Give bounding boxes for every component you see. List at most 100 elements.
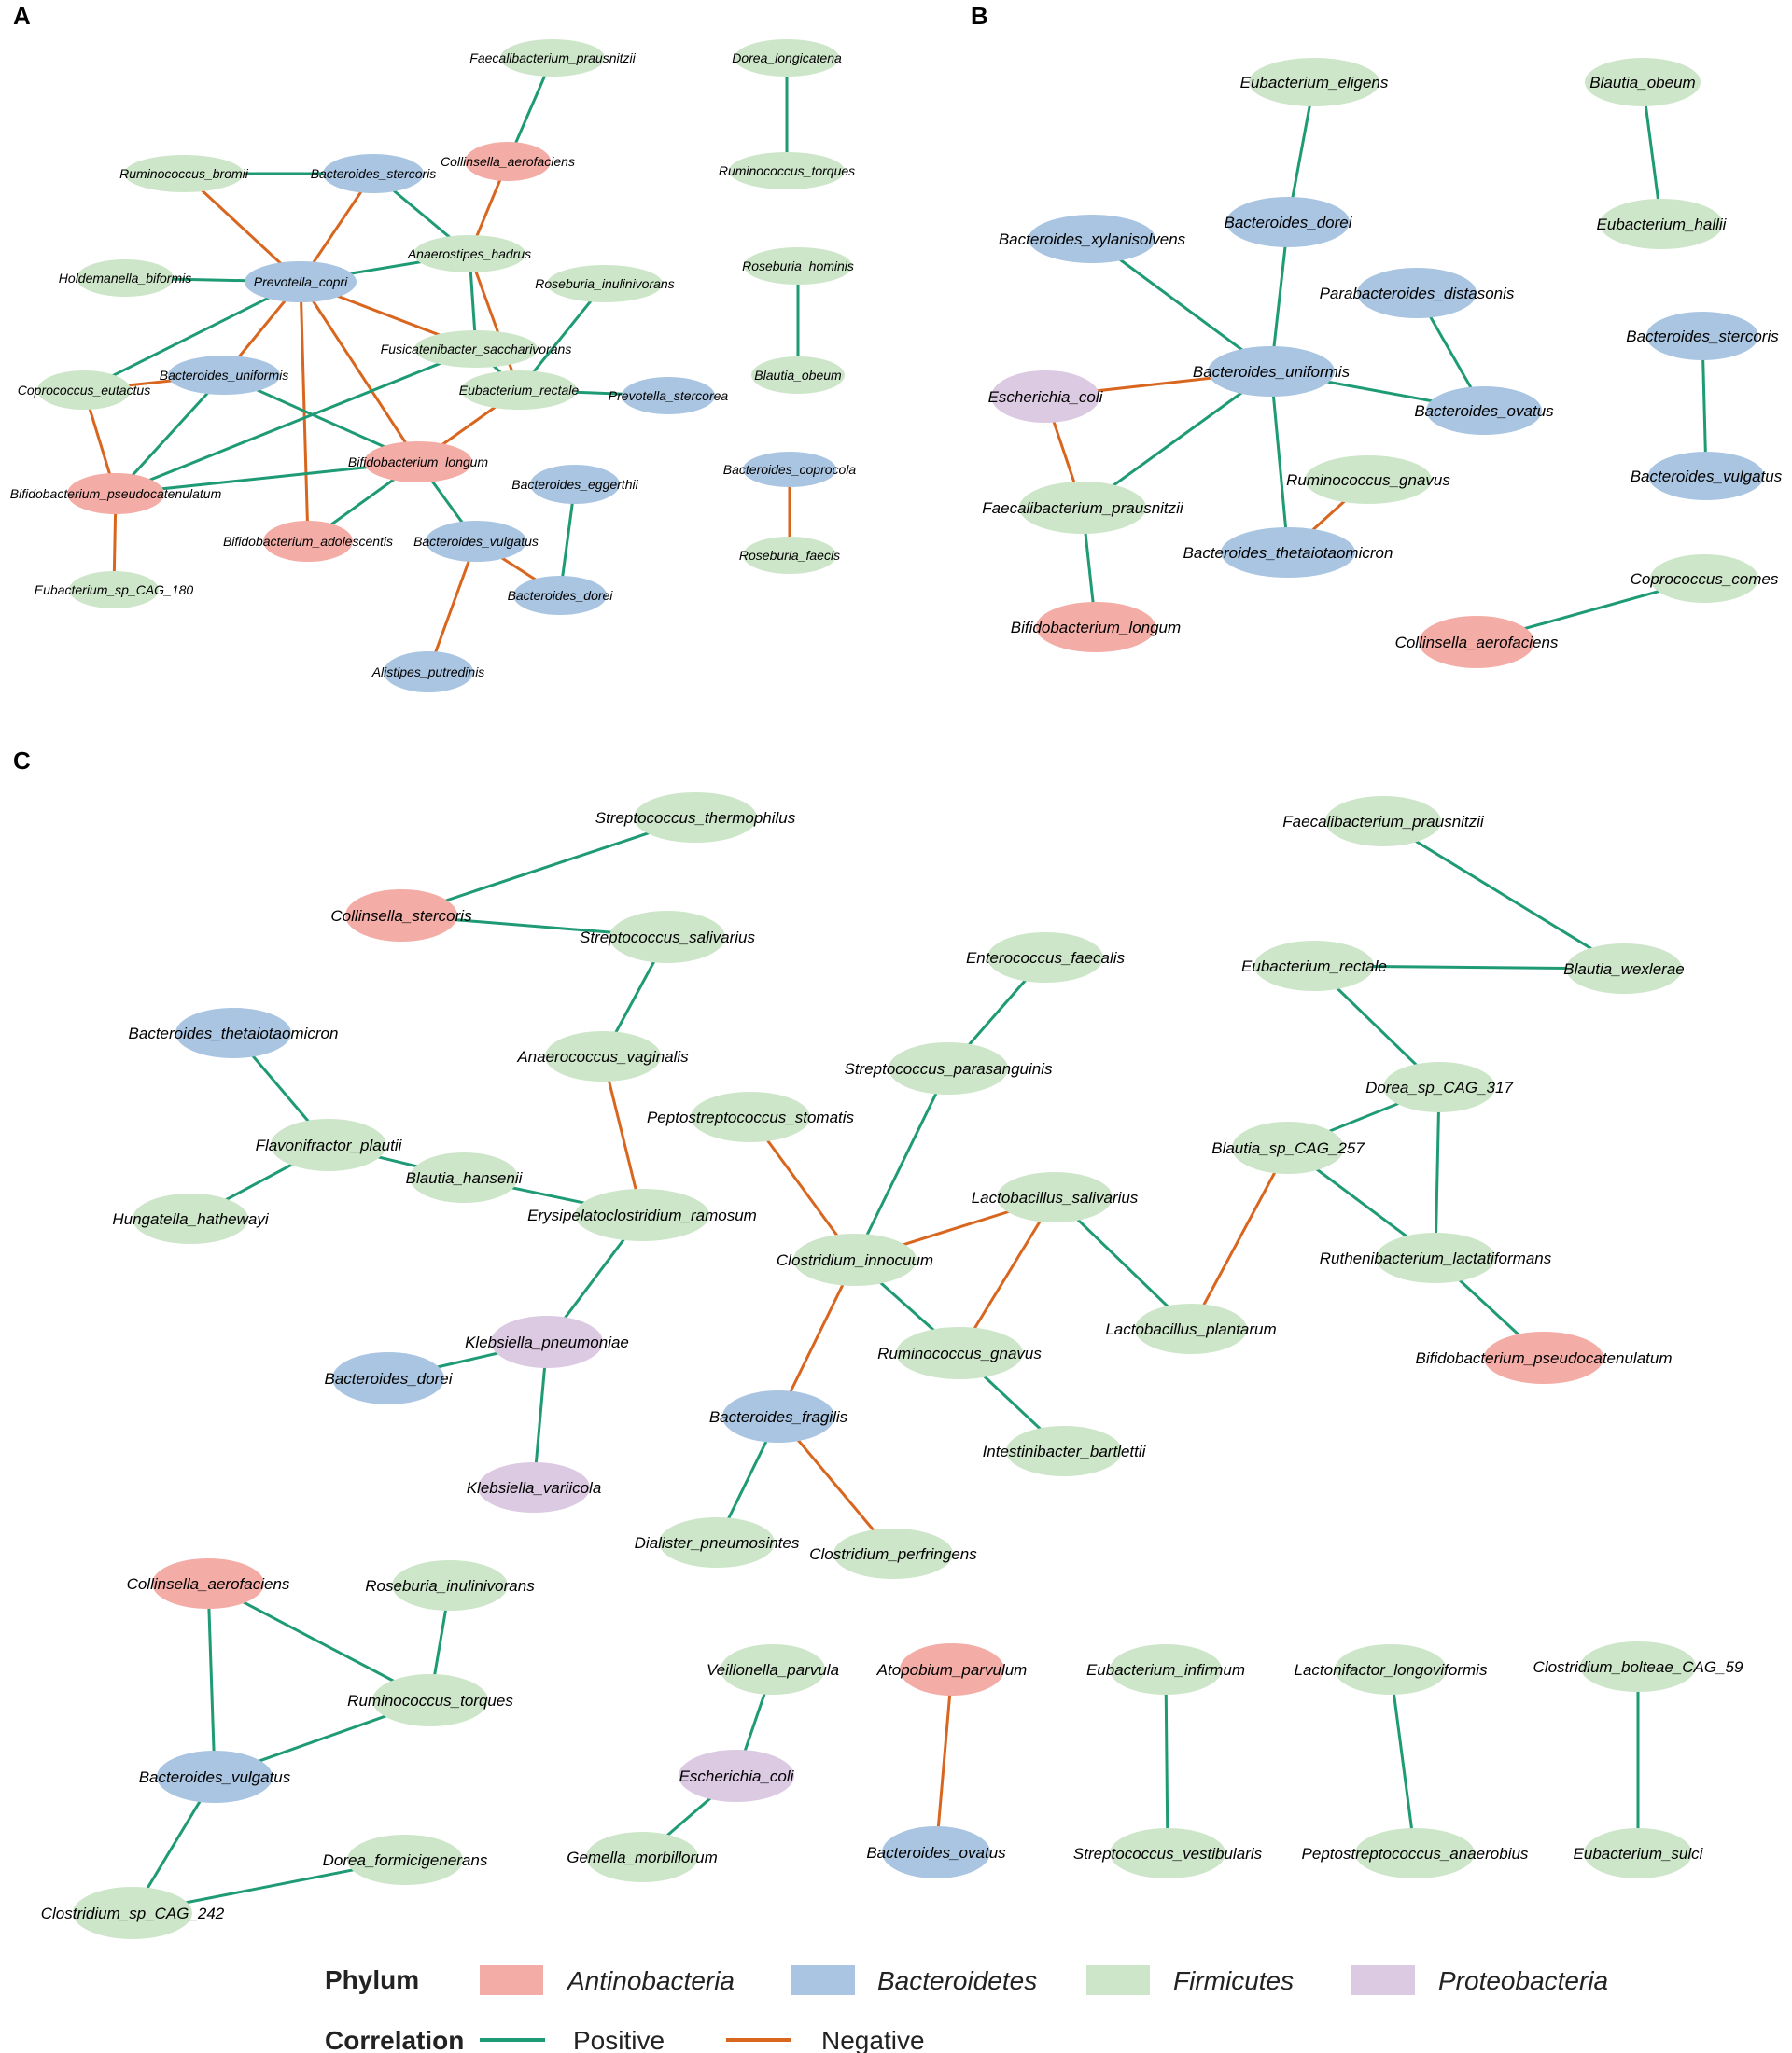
node-ellipse [124,155,244,192]
node-ellipse [609,911,725,963]
node-ellipse [547,265,663,302]
node-label: Bacteroides_dorei [1224,214,1352,231]
network-node: Dorea_sp_CAG_317 [1365,1062,1513,1112]
network-node: Blautia_obeum [751,356,845,394]
node-ellipse [478,1462,590,1513]
node-label: Eubacterium_eligens [1240,74,1389,91]
network-node: Bacteroides_uniformis [1193,346,1351,397]
node-ellipse [1419,616,1534,668]
node-label: Bacteroides_fragilis [709,1408,848,1426]
positive-edge [1389,1669,1417,1854]
node-label: Faecalibacterium_prausnitzii [982,499,1184,517]
network-node: Collinsella_aerofaciens [127,1558,290,1609]
node-label: Dorea_longicatena [732,50,842,65]
network-node: Peptostreptococcus_anaerobius [1302,1828,1529,1878]
node-label: Roseburia_hominis [742,258,854,273]
network-node: Flavonifractor_plautii [256,1119,403,1171]
node-label: Intestinibacter_bartlettii [983,1443,1147,1460]
node-ellipse [271,1119,386,1171]
network-node: Escherichia_coli [679,1750,795,1802]
node-label: Enterococcus_faecalis [966,949,1126,967]
node-ellipse [1221,527,1355,578]
node-label: Collinsella_stercoris [330,907,472,925]
legend-swatch-antinobacteria [480,1965,543,1995]
node-label: Dorea_sp_CAG_317 [1365,1079,1513,1096]
node-ellipse [77,259,174,297]
positive-edge [400,816,696,917]
positive-edge [1164,1669,1169,1854]
node-label: Peptostreptococcus_anaerobius [1302,1845,1529,1863]
network-node: Blautia_wexlerae [1563,943,1685,994]
network-node: Lactonifactor_longoviformis [1295,1644,1488,1695]
node-label: Blautia_sp_CAG_257 [1211,1139,1365,1157]
node-ellipse [833,1529,953,1579]
network-node: Faecalibacterium_prausnitzii [1282,796,1485,846]
node-ellipse [882,1826,990,1878]
network-node: Fusicatenibacter_saccharivorans [381,330,571,368]
network-node: Bacteroides_ovatus [1414,386,1554,435]
network-node: Eubacterium_rectale [459,370,579,410]
network-node: Bifidobacterium_pseudocatenulatum [10,473,222,514]
node-label: Faecalibacterium_prausnitzii [1282,813,1485,831]
network-node: Eubacterium_sulci [1574,1828,1704,1878]
node-label: Clostridium_innocuum [777,1251,933,1269]
node-ellipse [987,932,1103,983]
node-label: Klebsiella_pneumoniae [465,1334,629,1351]
network-node: Intestinibacter_bartlettii [983,1426,1147,1476]
node-label: Bifidobacterium_longum [1011,619,1181,636]
node-label: Bacteroides_stercoris [311,166,437,181]
node-ellipse [67,473,164,514]
network-node: Clostridium_bolteae_CAG_59 [1533,1641,1743,1692]
legend-correlation-title: Correlation [325,2026,464,2053]
node-ellipse [1226,197,1350,247]
network-node: Ruminococcus_bromii [119,155,249,192]
negative-edge [934,1669,954,1853]
node-label: Prevotella_copri [254,274,348,289]
network-node: Blautia_sp_CAG_257 [1211,1122,1365,1174]
node-label: Bacteroides_thetaiotaomicron [1183,544,1393,562]
node-ellipse [1376,1233,1495,1283]
node-ellipse [263,521,353,562]
network-node: Veillonella_parvula [707,1644,839,1695]
node-ellipse [896,1327,1023,1379]
node-ellipse [721,1644,825,1695]
node-label: Lactonifactor_longoviformis [1295,1661,1488,1679]
node-label: Gemella_morbillorum [567,1849,718,1866]
network-node: Peptostreptococcus_stomatis [647,1092,855,1142]
node-label: Faecalibacterium_prausnitzii [469,50,636,65]
node-ellipse [245,261,357,302]
network-node: Bifidobacterium_longum [348,441,489,482]
negative-edge [468,253,521,391]
network-node: Bacteroides_ovatus [866,1826,1006,1878]
node-label: Clostridium_bolteae_CAG_59 [1533,1658,1743,1676]
node-ellipse [1036,602,1155,652]
network-node: Eubacterium_hallii [1597,199,1728,249]
panel-letter-b: B [971,2,988,30]
node-ellipse [1650,554,1758,603]
node-label: Prevotella_stercorea [609,388,729,403]
network-node: Streptococcus_vestibularis [1073,1828,1263,1878]
network-node: Clostridium_innocuum [777,1234,933,1286]
node-ellipse [991,370,1099,423]
node-label: Ruminococcus_torques [347,1692,513,1710]
network-node: Ruthenibacterium_lactatiformans [1320,1233,1552,1283]
network-node: Coprococcus_eutactus [18,370,150,410]
network-node: Clostridium_perfringens [809,1529,977,1579]
node-label: Bifidobacterium_longum [348,454,489,469]
network-node: Streptococcus_thermophilus [595,792,796,843]
node-label: Ruminococcus_torques [719,163,855,178]
node-ellipse [513,576,607,615]
node-ellipse [168,356,280,395]
node-label: Lactobacillus_salivarius [972,1189,1139,1207]
network-node: Bacteroides_vulgatus [139,1751,291,1803]
negative-edge [601,1055,644,1216]
node-ellipse [743,452,836,487]
node-ellipse [1325,796,1441,846]
network-node: Bifidobacterium_adolescentis [223,521,393,562]
legend-swatch-bacteroidetes [791,1965,855,1995]
legend-swatch-proteobacteria [1351,1965,1415,1995]
node-label: Dorea_formicigenerans [323,1851,488,1869]
negative-edge [1189,1147,1290,1330]
node-ellipse [530,465,620,504]
node-ellipse [1484,1332,1603,1384]
